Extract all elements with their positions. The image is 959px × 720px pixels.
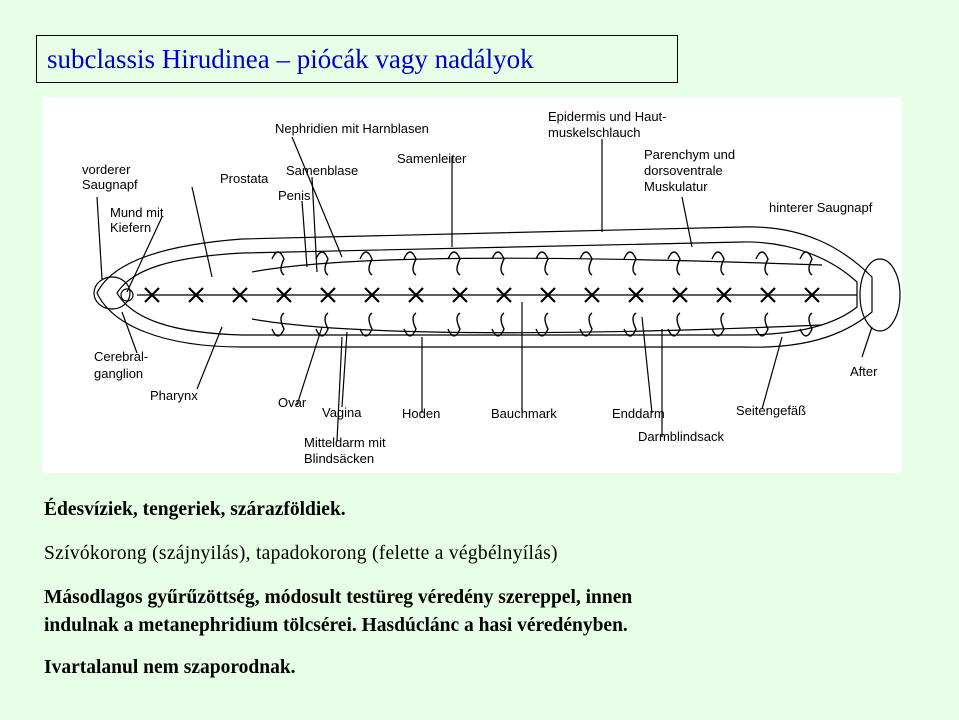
ganglion xyxy=(276,287,292,303)
ganglion xyxy=(320,287,336,303)
ganglion xyxy=(672,287,688,303)
label-after: After xyxy=(850,364,878,379)
label-mund-2: Kiefern xyxy=(110,220,151,235)
label-prostata: Prostata xyxy=(220,171,269,186)
ganglion xyxy=(716,287,732,303)
label-darmblindsack: Darmblindsack xyxy=(638,429,724,444)
ganglion xyxy=(452,287,468,303)
text-line-5: Ivartalanul nem szaporodnak. xyxy=(44,657,296,678)
label-mund-1: Mund mit xyxy=(110,205,164,220)
title-box: subclassis Hirudinea – piócák vagy nadál… xyxy=(36,35,678,83)
label-bauchmark: Bauchmark xyxy=(491,406,557,421)
nephridium-loop xyxy=(755,251,769,337)
label-pharynx: Pharynx xyxy=(150,388,198,403)
label-mitteldarm-1: Mitteldarm mit xyxy=(304,435,386,450)
label-enddarm: Enddarm xyxy=(612,406,665,421)
text-line-2: Szívókorong (szájnyilás), tapadokorong (… xyxy=(44,543,558,564)
page-title: subclassis Hirudinea – piócák vagy nadál… xyxy=(47,44,534,74)
ganglion xyxy=(496,287,512,303)
ganglion xyxy=(232,287,248,303)
text-line-4: indulnak a metanephridium tölcsérei. Has… xyxy=(44,615,628,636)
ganglion xyxy=(188,287,204,303)
ganglion xyxy=(760,287,776,303)
anterior-sucker xyxy=(93,276,131,310)
ganglion xyxy=(540,287,556,303)
nephridium-loop xyxy=(447,251,461,337)
nephridia xyxy=(271,251,813,337)
nephridium-loop xyxy=(491,251,505,337)
inner-wall xyxy=(116,241,858,336)
label-parenchym-1: Parenchym und xyxy=(644,147,735,162)
label-seitengefass: Seitengefäß xyxy=(736,403,806,418)
body-outline xyxy=(96,226,873,348)
label-samenblase: Samenblase xyxy=(286,163,358,178)
nephridium-loop xyxy=(271,251,285,337)
label-vorderer: vorderer xyxy=(82,162,131,177)
mouth xyxy=(120,288,134,302)
diagram-svg: vorderer Saugnapf Prostata Nephridien mi… xyxy=(82,109,901,466)
label-epidermis-2: muskelschlauch xyxy=(548,125,641,140)
ganglion xyxy=(144,287,160,303)
nephridium-loop xyxy=(403,251,417,337)
label-hoden: Hoden xyxy=(402,406,440,421)
nephridium-loop xyxy=(359,251,373,337)
leader-lines xyxy=(96,136,873,442)
label-cerebral-1: Cerebral- xyxy=(94,349,148,364)
ganglion xyxy=(364,287,380,303)
label-epidermis-1: Epidermis und Haut- xyxy=(548,109,667,124)
label-saugnapf: Saugnapf xyxy=(82,177,138,192)
label-nephridien: Nephridien mit Harnblasen xyxy=(275,121,429,136)
ganglion xyxy=(584,287,600,303)
ganglion xyxy=(628,287,644,303)
nephridium-loop xyxy=(799,251,813,337)
nephridium-loop xyxy=(711,251,725,337)
nephridium-loop xyxy=(623,251,637,337)
label-hinterer: hinterer Saugnapf xyxy=(769,200,873,215)
posterior-sucker xyxy=(859,258,901,332)
text-line-3: Másodlagos gyűrűzöttség, módosult testür… xyxy=(44,587,633,608)
ganglion xyxy=(804,287,820,303)
label-parenchym-3: Muskulatur xyxy=(644,179,708,194)
ganglia xyxy=(144,287,820,303)
leech-anatomy-diagram: vorderer Saugnapf Prostata Nephridien mi… xyxy=(42,97,902,473)
label-mitteldarm-2: Blindsäcken xyxy=(304,451,374,466)
label-parenchym-2: dorsoventrale xyxy=(644,163,723,178)
label-cerebral-2: ganglion xyxy=(94,366,143,381)
nephridium-loop xyxy=(667,251,681,337)
label-vagina: Vagina xyxy=(322,405,362,420)
nephridium-loop xyxy=(579,251,593,337)
intestine xyxy=(251,257,823,334)
label-samenleiter: Samenleiter xyxy=(397,151,467,166)
label-ovar: Ovar xyxy=(278,395,307,410)
ganglion xyxy=(408,287,424,303)
nephridium-loop xyxy=(535,251,549,337)
label-penis: Penis xyxy=(278,188,311,203)
text-line-1: Édesvíziek, tengeriek, szárazföldiek. xyxy=(44,499,346,520)
